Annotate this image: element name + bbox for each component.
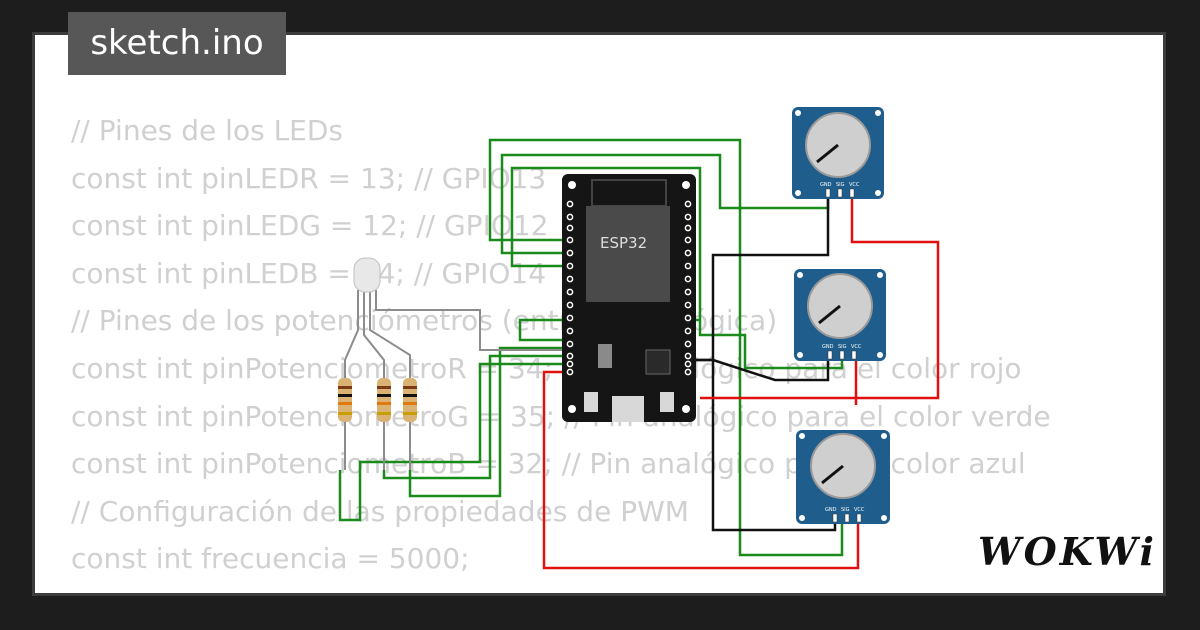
potentiometer-top[interactable]: GND SIG VCC [792, 107, 884, 199]
pot-pin-label: GND [825, 507, 837, 513]
pot-knob-pointer [816, 143, 839, 164]
pot-pin-label: VCC [849, 182, 860, 188]
resistor-body [377, 378, 391, 422]
board-module [586, 206, 670, 302]
black-wires [690, 196, 837, 532]
pot-pin-label: VCC [851, 344, 862, 350]
pot-pin-label: GND [820, 182, 832, 188]
board-usb-port [612, 396, 644, 422]
pot-pin-label: GND [822, 344, 834, 350]
code-line: const int resolucion = 8; [71, 583, 1163, 593]
pot-knob-pointer [818, 304, 841, 325]
code-line: const int pinLEDB = 14; // GPIO14 [71, 256, 547, 290]
resistor-body [403, 378, 417, 422]
board-button-en[interactable] [584, 392, 598, 412]
esp32-board[interactable]: ESP32 [562, 174, 696, 422]
red-wires [542, 196, 940, 570]
pot-pin-label: SIG [836, 182, 845, 188]
pot-pin-label: SIG [838, 344, 847, 350]
wokwi-logo: WOKWi [978, 529, 1157, 574]
board-regulator [598, 344, 612, 368]
pot-pin-label: SIG [841, 507, 850, 513]
code-line: const int pinLEDG = 12; // GPIO12 [71, 209, 549, 243]
code-line: // Configuración de las propiedades de P… [71, 494, 689, 528]
resistor-body [338, 378, 352, 422]
board-mount-hole [568, 405, 576, 413]
pot-knob-pointer [821, 464, 844, 485]
board-mount-hole [682, 181, 690, 189]
resistor[interactable] [338, 378, 352, 470]
rgb-led-dome [353, 257, 381, 293]
rgb-led[interactable] [353, 257, 381, 293]
resistor[interactable] [403, 378, 417, 470]
code-line: // Pines de los LEDs [71, 114, 344, 147]
board-pin-header-right[interactable] [684, 200, 692, 376]
code-line: const int frecuencia = 5000; [71, 542, 470, 576]
sketch-preview-card: // Pines de los LEDs const int pinLEDR = … [32, 32, 1166, 596]
board-usb-chip [645, 349, 671, 375]
resistor[interactable] [377, 378, 391, 470]
potentiometer-middle[interactable]: GND SIG VCC [794, 269, 886, 361]
file-tab[interactable]: sketch.ino [68, 12, 286, 75]
pot-pin-label: VCC [854, 507, 865, 513]
code-line: const int pinLEDR = 13; // GPIO13 [71, 161, 547, 195]
board-mount-hole [568, 181, 576, 189]
board-label: ESP32 [600, 234, 647, 252]
board-mount-hole [682, 405, 690, 413]
potentiometer-bottom[interactable]: GND SIG VCC [796, 430, 890, 524]
board-pin-header-left[interactable] [566, 200, 574, 376]
led-leads [344, 290, 572, 380]
board-button-boot[interactable] [660, 392, 674, 412]
